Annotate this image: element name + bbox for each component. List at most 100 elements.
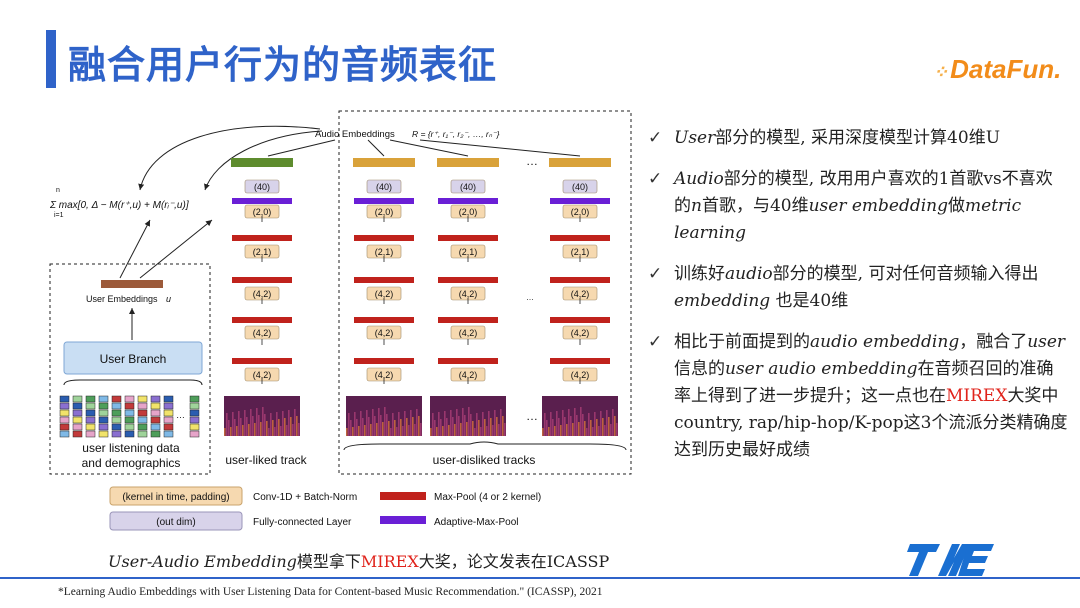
ellipsis-mid: … xyxy=(526,293,534,302)
pool-bar xyxy=(232,235,292,241)
pool-bar xyxy=(354,358,414,364)
check-icon: ✓ xyxy=(648,128,663,148)
bullet-list: ✓User部分的模型, 采用深度模型计算40维U ✓Audio部分的模型, 改用用… xyxy=(648,125,1068,478)
pool-bar xyxy=(438,235,498,241)
layer-label: (2,1) xyxy=(253,247,272,257)
bullet-item: ✓User部分的模型, 采用深度模型计算40维U xyxy=(648,125,1068,152)
bullet-text: metric learning xyxy=(674,196,1022,243)
user-data-cell xyxy=(85,416,96,424)
user-data-cell xyxy=(150,430,161,438)
bullet-text: 做 xyxy=(948,196,966,216)
disliked-tracks-dashed-box xyxy=(338,110,632,475)
user-data-cell xyxy=(72,409,83,417)
layer-box xyxy=(450,179,486,194)
pool-bar xyxy=(550,317,610,323)
caption-part2: 模型拿下 xyxy=(296,552,361,571)
layer-label: (40) xyxy=(460,182,476,192)
user-data-cell xyxy=(124,423,135,431)
pool-bar xyxy=(232,198,292,204)
loss-sum-upper: n xyxy=(56,187,60,194)
pool-bar xyxy=(232,358,292,364)
layer-label: (4,2) xyxy=(571,328,590,338)
caption: User-Audio Embedding模型拿下MIREX大奖，论文发表在ICA… xyxy=(108,548,609,572)
bullet-text: 部分的模型, 采用深度模型计算40维U xyxy=(715,128,1001,148)
user-data-cell xyxy=(163,402,174,410)
layer-box xyxy=(366,179,402,194)
legend-fc-key-text: (out dim) xyxy=(156,517,195,528)
pool-bar xyxy=(232,317,292,323)
layer-label: (4,2) xyxy=(571,289,590,299)
user-data-cell xyxy=(59,409,70,417)
user-data-cell xyxy=(85,423,96,431)
audio-towers: (40)(2,0)(2,1)(4,2)(4,2)(4,2)(40)(2,0)(2… xyxy=(224,158,618,436)
bullet-text: 大奖中country, rap/hip-hop/K-pop这3个流派分类精确度达… xyxy=(674,386,1068,460)
legend-fc-key xyxy=(109,511,243,531)
bullet-text: 部分的模型, 可对任何音频输入得出 xyxy=(772,264,1039,284)
user-data-cell xyxy=(59,402,70,410)
user-data-cell xyxy=(137,416,148,424)
bullet-item: ✓训练好audio部分的模型, 可对任何音频输入得出embedding 也是40… xyxy=(648,261,1068,315)
bullet-text: user audio embedding xyxy=(725,359,918,379)
bullet-text: MIREX xyxy=(946,386,1008,406)
user-data-cell xyxy=(98,409,109,417)
bullet-text: 部分的模型, 改用用户喜欢的1首歌vs不喜欢的 xyxy=(674,169,1053,216)
layer-label: (4,2) xyxy=(459,289,478,299)
user-data-cell xyxy=(124,395,135,403)
layer-label: (40) xyxy=(376,182,392,192)
disliked-tracks-label: user-disliked tracks xyxy=(433,453,536,467)
bullet-text: 训练好 xyxy=(674,264,725,284)
user-data-cell xyxy=(163,395,174,403)
legend-conv-label: Conv-1D + Batch-Norm xyxy=(253,492,357,503)
user-branch-box xyxy=(63,341,203,375)
legend-adaptive-swatch xyxy=(380,516,426,524)
bullet-text: ，融合了 xyxy=(959,332,1028,352)
user-embeddings-var: u xyxy=(166,294,171,304)
user-data-cell xyxy=(137,423,148,431)
user-data-cell xyxy=(163,430,174,438)
user-data-cell xyxy=(137,402,148,410)
bullet-text: n xyxy=(691,196,702,216)
bullet-text: user xyxy=(1027,332,1066,352)
legend-maxpool-swatch xyxy=(380,492,426,500)
user-data-cell xyxy=(85,402,96,410)
caption-part4: 大奖，论文发表在ICASSP xyxy=(418,552,610,571)
loss-sum-lower: i=1 xyxy=(54,212,64,219)
check-icon: ✓ xyxy=(648,169,663,189)
bullet-text: audio embedding xyxy=(810,332,960,352)
pool-bar xyxy=(550,358,610,364)
user-data-label-2: and demographics xyxy=(82,456,181,470)
user-data-cell xyxy=(137,430,148,438)
user-data-cell xyxy=(111,423,122,431)
check-icon: ✓ xyxy=(648,264,663,284)
footer-divider xyxy=(0,577,1080,579)
user-data-cell xyxy=(59,423,70,431)
audio-embeddings-formula: R = {r⁺, r₁⁻, r₂⁻, …, rₙ⁻} xyxy=(412,129,500,139)
user-data-cell xyxy=(150,423,161,431)
bullet-item: ✓Audio部分的模型, 改用用户喜欢的1首歌vs不喜欢的n首歌，与40维use… xyxy=(648,166,1068,247)
bullet-text: 信息的 xyxy=(674,359,725,379)
pool-bar xyxy=(438,198,498,204)
layer-label: (4,2) xyxy=(375,370,394,380)
user-branch-label: User Branch xyxy=(100,352,167,366)
user-data-cell xyxy=(189,395,200,403)
footnote: *Learning Audio Embeddings with User Lis… xyxy=(58,586,603,598)
bullet-text: audio xyxy=(725,264,773,284)
user-data-cell xyxy=(85,430,96,438)
user-data-cell xyxy=(150,402,161,410)
layer-label: (4,2) xyxy=(571,370,590,380)
audio-embeddings-label: Audio Embeddings xyxy=(315,129,395,140)
user-data-cell xyxy=(111,409,122,417)
user-embedding-bar xyxy=(101,280,163,288)
bullet-text: 相比于前面提到的 xyxy=(674,332,810,352)
layer-label: (4,2) xyxy=(253,370,272,380)
user-data-cell xyxy=(98,402,109,410)
user-branch-dashed-box xyxy=(49,263,211,475)
layer-label: (4,2) xyxy=(253,289,272,299)
datafun-logo: ⁘DataFun. xyxy=(933,54,1061,85)
user-data-cell xyxy=(124,402,135,410)
user-embeddings-label: User Embeddings xyxy=(86,294,158,304)
user-data-cell xyxy=(124,416,135,424)
ellipsis-top: … xyxy=(526,154,538,168)
legend-fc-label: Fully-connected Layer xyxy=(253,517,352,528)
layer-box xyxy=(244,179,280,194)
